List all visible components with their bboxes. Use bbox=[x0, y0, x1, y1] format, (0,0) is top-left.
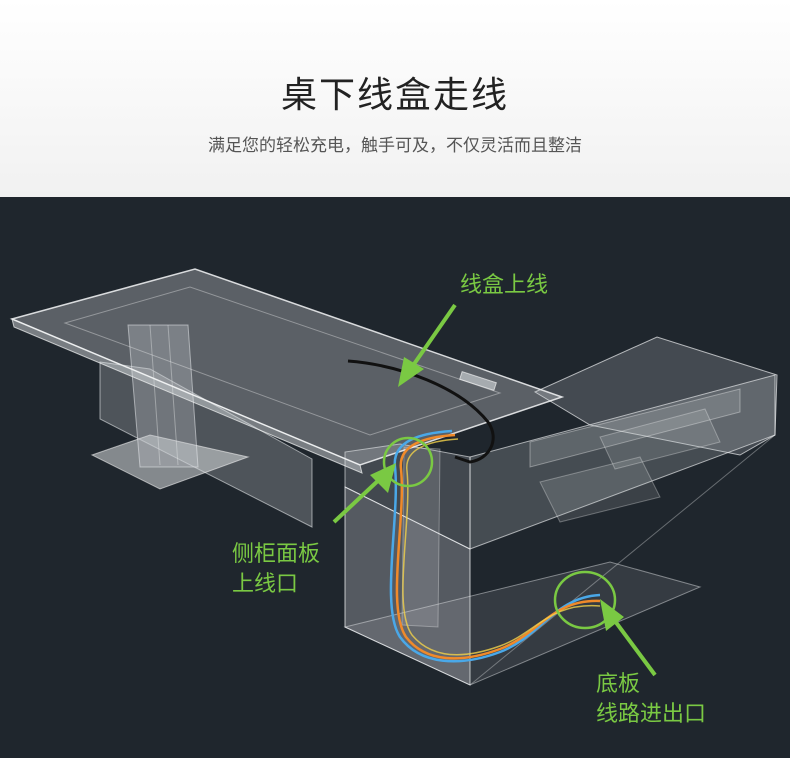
cabinet-inner-box bbox=[539, 456, 661, 523]
blue-cable bbox=[389, 429, 601, 663]
yellow-cable bbox=[402, 438, 601, 656]
foot-plate bbox=[90, 434, 250, 490]
tabletop-edge bbox=[11, 318, 363, 474]
header-banner: 桌下线盒走线 满足您的轻松充电，触手可及，不仅灵活而且整洁 bbox=[0, 0, 790, 197]
left-leg-panel bbox=[99, 361, 313, 528]
arrow-top bbox=[398, 303, 457, 387]
side-panel-highlight-circle bbox=[382, 436, 434, 488]
black-cable bbox=[347, 359, 495, 464]
desk-drawing bbox=[9, 268, 778, 686]
cabinet-shelf bbox=[529, 388, 741, 468]
callout-bottom-line1: 底板 bbox=[596, 672, 641, 697]
callout-bottom-line2: 线路进出口 bbox=[596, 702, 707, 727]
grommet bbox=[459, 371, 497, 391]
cabinet-bottom bbox=[343, 561, 702, 686]
arrow-side-panel bbox=[332, 463, 396, 524]
cabinet-inner-box-2 bbox=[599, 408, 721, 470]
arrow-bottom bbox=[600, 599, 657, 677]
left-column bbox=[127, 324, 199, 468]
callout-side-panel-line1: 侧柜面板 bbox=[232, 542, 321, 567]
page-title: 桌下线盒走线 bbox=[280, 75, 509, 116]
page-subtitle: 满足您的轻松充电，触手可及，不仅灵活而且整洁 bbox=[208, 136, 582, 156]
callout-side-panel-line2: 上线口 bbox=[232, 572, 299, 597]
orange-cable bbox=[395, 433, 601, 660]
callout-top-cable: 线盒上线 bbox=[460, 273, 549, 298]
bottom-highlight-circle bbox=[553, 570, 617, 630]
desk-illustration: 线盒上线 侧柜面板 上线口 底板 线路进出口 bbox=[0, 197, 790, 754]
tabletop-inner bbox=[63, 286, 502, 436]
